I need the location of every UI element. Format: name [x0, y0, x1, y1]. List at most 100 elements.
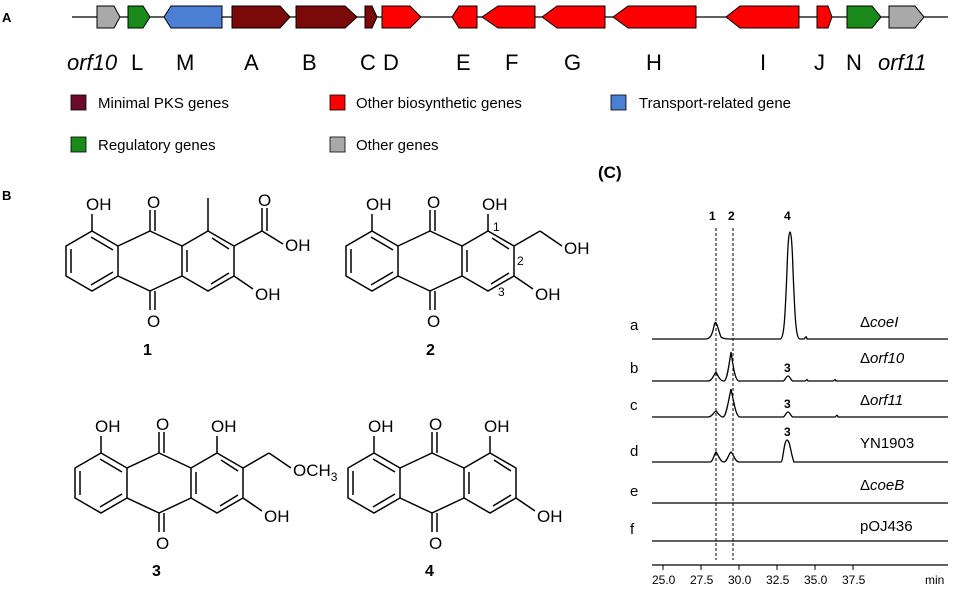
gene-arrow-orf11: [888, 5, 925, 29]
compound-3-o-bottom: O: [156, 534, 169, 553]
trace-letter-e: e: [630, 483, 638, 500]
gene-arrow-L: [127, 5, 151, 29]
compound-4-oh-1: OH: [484, 417, 510, 436]
gene-label-B: B: [302, 50, 317, 75]
trace-c-line: [652, 388, 948, 418]
compound-3-oh-8: OH: [95, 417, 121, 436]
gene-arrow-I: [725, 5, 800, 29]
x-tick-label-35: 35.0: [804, 573, 828, 587]
legend-label-other: Other genes: [356, 137, 439, 154]
legend-label-regulatory: Regulatory genes: [98, 137, 216, 154]
compound-4-o-top: O: [429, 415, 442, 434]
gene-arrow-N: [846, 5, 882, 29]
panel-c-label: (C): [598, 163, 622, 182]
trace-letter-d: d: [630, 443, 638, 460]
compound-4-number: 4: [425, 563, 434, 580]
trace-name-b: Δorf10: [860, 350, 905, 367]
compound-2-position-1: 1: [493, 220, 500, 234]
trace-name-a: ΔcoeI: [860, 314, 898, 331]
compound-2-oh-3: OH: [535, 285, 561, 304]
trace-c-peak-3-label: 3: [784, 397, 791, 411]
compound-4-oh-8: OH: [368, 417, 394, 436]
peak-marker-1: 1: [709, 209, 716, 223]
trace-name-e: ΔcoeB: [860, 477, 904, 494]
x-tick-label-32-5: 32.5: [766, 573, 790, 587]
x-axis: 25.0 27.5 30.0 32.5 35.0 37.5 min: [652, 564, 948, 587]
gene-label-I: I: [760, 50, 766, 75]
trace-a-line: [652, 231, 948, 340]
gene-arrow-F: [481, 5, 536, 29]
compound-4-o-bottom: O: [429, 534, 442, 553]
compound-4-oh-3: OH: [537, 507, 563, 526]
trace-d-line: [652, 439, 948, 463]
compound-1-oh-1: OH: [86, 195, 112, 214]
gene-label-M: M: [176, 50, 194, 75]
compound-2-o-top: O: [427, 193, 440, 212]
compound-2-oh-8: OH: [366, 195, 392, 214]
compound-1-o-bottom: O: [147, 312, 160, 331]
compound-3-structure: OH O O OH OCH3 OH 3: [74, 415, 338, 580]
panel-b-label: B: [2, 188, 11, 203]
trace-letters: a b c d e f: [630, 317, 639, 538]
gene-arrow-C: [364, 5, 378, 29]
gene-label-H: H: [646, 50, 662, 75]
panel-a-label: A: [2, 10, 12, 25]
compound-1-o-carbonyl: O: [258, 191, 271, 210]
trace-b-peak-3-label: 3: [784, 361, 791, 375]
trace-letter-a: a: [630, 317, 639, 334]
compound-1-o-top: O: [147, 193, 160, 212]
gene-arrow-M: [163, 5, 223, 29]
trace-letter-c: c: [630, 397, 638, 414]
x-axis-unit: min: [925, 573, 944, 587]
gene-arrow-orf10: [96, 5, 121, 29]
x-tick-label-30: 30.0: [728, 573, 752, 587]
gene-arrow-A: [231, 5, 291, 29]
compound-1-oh-acid: OH: [285, 236, 311, 255]
compound-3-oh-1: OH: [211, 417, 237, 436]
legend-swatch-other-biosynthetic: [329, 94, 346, 111]
x-tick-label-27-5: 27.5: [690, 573, 714, 587]
peak-marker-2: 2: [728, 209, 735, 223]
gene-label-C: C: [360, 50, 376, 75]
trace-name-f: pOJ436: [860, 518, 913, 535]
legend-label-other-biosynthetic: Other biosynthetic genes: [356, 95, 522, 112]
compound-2-o-bottom: O: [427, 312, 440, 331]
gene-arrow-G: [541, 5, 606, 29]
compound-2-structure: OH O O OH OH OH 1 2 3 2: [345, 193, 590, 359]
compound-3-o-top: O: [156, 415, 169, 434]
gene-label-L: L: [131, 50, 143, 75]
compound-3-och3: OCH3: [293, 461, 338, 484]
compound-3-oh-3: OH: [264, 507, 290, 526]
compound-2-oh-1: OH: [482, 195, 508, 214]
gene-label-orf11: orf11: [878, 50, 927, 75]
trace-names: ΔcoeI Δorf10 Δorf11 YN1903 ΔcoeB pOJ436: [860, 314, 914, 535]
gene-arrow-E: [451, 5, 478, 29]
legend-swatch-regulatory: [70, 136, 87, 153]
gene-legend: Minimal PKS genes Other biosynthetic gen…: [70, 94, 791, 154]
gene-arrow-H: [612, 5, 697, 29]
compound-4-structure: OH O O OH OH 4: [347, 415, 563, 580]
hplc-chromatogram: 1 2 4 a b c d e f ΔcoeI Δorf10 Δorf11 YN…: [630, 209, 948, 587]
gene-labels: orf10 L M A B C D E F G H I J N orf11: [67, 50, 927, 75]
compound-1-structure: OH O O O OH OH 1: [65, 191, 311, 359]
peak-marker-4: 4: [784, 209, 791, 223]
trace-peak-3-labels: 3 3 3: [784, 361, 791, 439]
gene-label-orf10: orf10: [67, 50, 118, 75]
compound-2-number: 2: [426, 342, 435, 359]
legend-swatch-transport: [610, 94, 627, 111]
x-tick-label-25: 25.0: [652, 573, 676, 587]
x-tick-label-37-5: 37.5: [842, 573, 866, 587]
gene-arrow-D: [381, 5, 422, 29]
gene-label-F: F: [505, 50, 518, 75]
compound-2-position-2: 2: [517, 254, 524, 268]
compound-1-oh-3: OH: [255, 285, 281, 304]
gene-label-J: J: [814, 50, 825, 75]
compound-3-number: 3: [152, 563, 161, 580]
compound-2-oh-ch2: OH: [564, 239, 590, 258]
compound-2-position-3: 3: [498, 285, 505, 299]
trace-letter-b: b: [630, 360, 638, 377]
gene-label-A: A: [244, 50, 259, 75]
gene-label-E: E: [456, 50, 471, 75]
legend-label-minimal-pks: Minimal PKS genes: [98, 95, 229, 112]
